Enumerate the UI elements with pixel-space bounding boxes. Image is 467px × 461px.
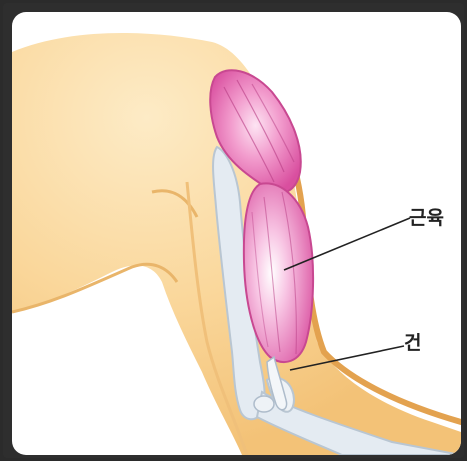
arm-anatomy-illustration bbox=[12, 12, 461, 455]
image-frame: 근육 건 bbox=[3, 3, 464, 458]
muscle-label: 근육 bbox=[409, 203, 444, 230]
elbow-joint bbox=[254, 396, 274, 412]
tendon-label: 건 bbox=[404, 328, 421, 355]
illustration-canvas bbox=[12, 12, 461, 455]
